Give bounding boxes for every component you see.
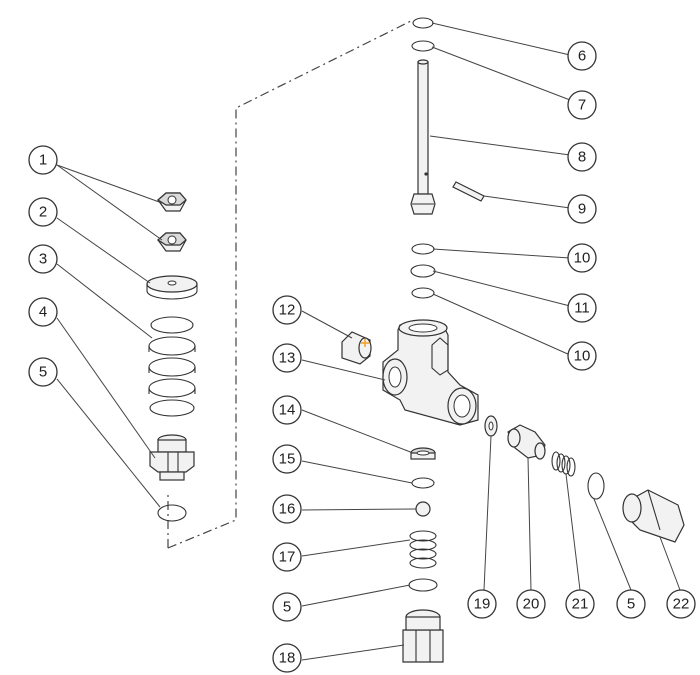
callout-11: 11 [567,293,597,323]
part-22-nut [622,489,685,543]
callout-label: 15 [279,451,296,468]
callout-20: 20 [516,589,546,619]
part-18-cap [402,609,444,663]
callout-label: 7 [578,97,586,114]
part-2-washer [146,275,198,300]
callout-5: 5 [28,357,58,387]
callout-label: 3 [39,251,47,268]
callout-label: 2 [39,204,47,221]
callout-13: 13 [272,343,302,373]
callout-17: 17 [272,542,302,572]
part-1-nuts [156,192,187,252]
part-17-spring [409,530,437,569]
callout-5-right: 5 [616,589,646,619]
callout-10-upper: 10 [567,243,597,273]
callout-label: 22 [673,596,690,613]
part-6-ring [412,17,434,29]
part-21-spring [551,451,576,477]
callout-5-lower: 5 [272,592,302,622]
callout-2: 2 [28,197,58,227]
part-5-oring-left [157,504,187,522]
callout-label: 5 [627,596,635,613]
part-15-ring [411,477,435,489]
callout-8: 8 [567,142,597,172]
callout-6: 6 [567,41,597,71]
callout-label: 5 [283,599,291,616]
callout-label: 10 [574,250,591,267]
part-11-ring [410,264,436,278]
callout-label: 5 [39,364,47,381]
callout-3: 3 [28,244,58,274]
part-20-fitting [507,424,546,460]
callout-14: 14 [272,395,302,425]
part-10-oring-upper [411,243,435,255]
callout-label: 12 [279,302,296,319]
leader-lines [56,22,681,661]
callout-21: 21 [565,589,595,619]
part-14-seat [410,447,436,460]
callout-9: 9 [567,194,597,224]
part-3-spring [148,316,196,417]
callout-15: 15 [272,444,302,474]
callout-label: 4 [39,304,47,321]
callout-label: 13 [279,350,296,367]
callout-4: 4 [28,297,58,327]
callout-label: 21 [572,596,589,613]
callout-19: 19 [467,589,497,619]
callout-10-lower: 10 [567,341,597,371]
part-12-bushing [341,331,372,365]
callout-label: 6 [578,48,586,65]
part-5-oring-right [587,472,605,500]
callout-1: 1 [28,145,58,175]
part-8-stem [410,59,436,215]
callout-label: 10 [574,348,591,365]
callout-7: 7 [567,90,597,120]
callout-label: 8 [578,149,586,166]
callout-label: 9 [578,201,586,218]
part-16-ball [415,501,431,517]
callout-label: 14 [279,402,296,419]
part-5-oring-lower [408,578,438,592]
part-7-ring [411,40,435,52]
callout-label: 16 [279,501,296,518]
callout-18: 18 [272,643,302,673]
callout-label: 19 [474,596,491,613]
callout-label: 18 [279,650,296,667]
callout-label: 17 [279,549,296,566]
part-9-pin [452,181,485,202]
callout-label: 11 [574,300,590,317]
assembly-boundary-dashed [167,19,414,549]
callout-16: 16 [272,494,302,524]
callout-label: 1 [39,152,47,169]
part-10-oring-lower [411,287,435,299]
callout-label: 20 [523,596,540,613]
part-4-fitting [149,434,195,481]
callout-22: 22 [666,589,696,619]
part-19-washer [484,415,498,437]
part-13-valve-body [382,319,479,426]
callout-12: 12 [272,295,302,325]
